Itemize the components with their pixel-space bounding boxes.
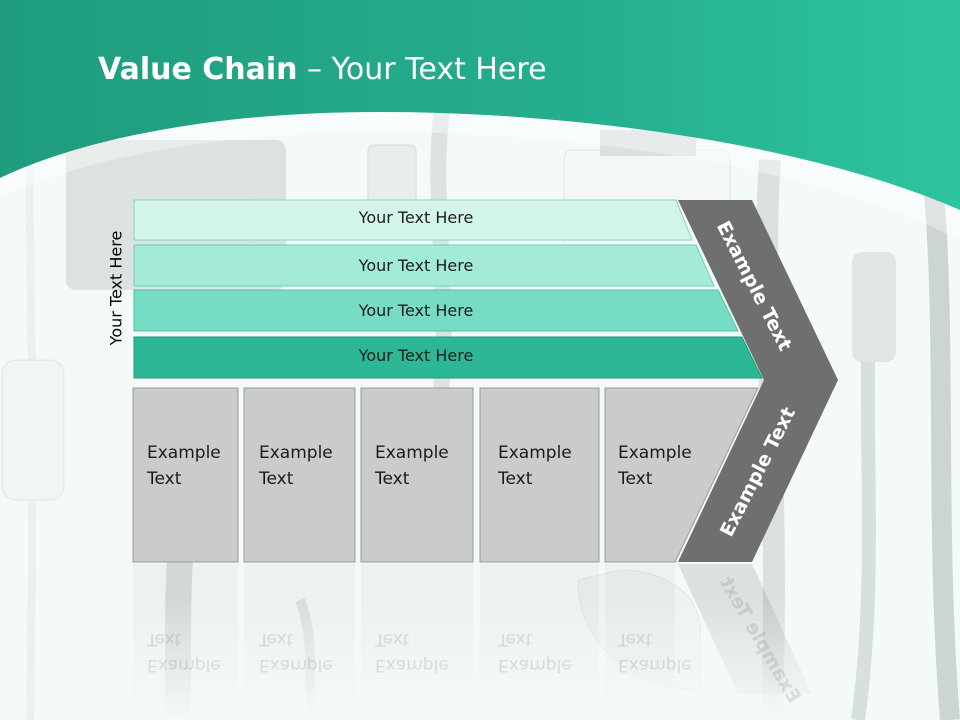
- box-label-4-line2: Text: [498, 469, 533, 489]
- box-shape-1: [132, 387, 239, 563]
- box-label-5-line1: Example: [618, 443, 692, 463]
- row-shape-3: [133, 289, 739, 332]
- box-label-5-line2: Text: [618, 469, 653, 489]
- row-shape-4: [133, 336, 763, 379]
- box-label-2-line2: Text: [259, 469, 294, 489]
- box-label-4: Example Text: [498, 440, 572, 492]
- box-label-4-line1: Example: [498, 443, 572, 463]
- row-label-3: Your Text Here: [358, 301, 474, 320]
- vertical-label: Your Text Here: [106, 230, 126, 346]
- row-shape-1: [133, 199, 693, 241]
- header-band: [0, 0, 960, 210]
- row-label-4: Your Text Here: [358, 346, 474, 365]
- chevron-arrow: [678, 200, 838, 562]
- box-label-3-line2: Text: [375, 469, 410, 489]
- row-label-1: Your Text Here: [358, 208, 474, 227]
- box-label-2-line1: Example: [259, 443, 333, 463]
- box-shape-4: [479, 387, 600, 563]
- row-label-2: Your Text Here: [358, 256, 474, 275]
- box-label-3-line1: Example: [375, 443, 449, 463]
- box-label-2: Example Text: [259, 440, 333, 492]
- title-rest: – Your Text Here: [297, 52, 547, 87]
- box-shape-2: [243, 387, 356, 563]
- box-label-1-line2: Text: [147, 469, 182, 489]
- box-label-1: Example Text: [147, 440, 221, 492]
- row-shape-2: [133, 244, 715, 287]
- box-label-1-line1: Example: [147, 443, 221, 463]
- slide-title: Value Chain – Your Text Here: [98, 52, 547, 87]
- header-swoosh: [0, 112, 960, 240]
- box-shape-3: [360, 387, 474, 563]
- box-shape-5: [604, 387, 759, 563]
- title-bold: Value Chain: [98, 52, 298, 87]
- box-label-3: Example Text: [375, 440, 449, 492]
- box-label-5: Example Text: [618, 440, 692, 492]
